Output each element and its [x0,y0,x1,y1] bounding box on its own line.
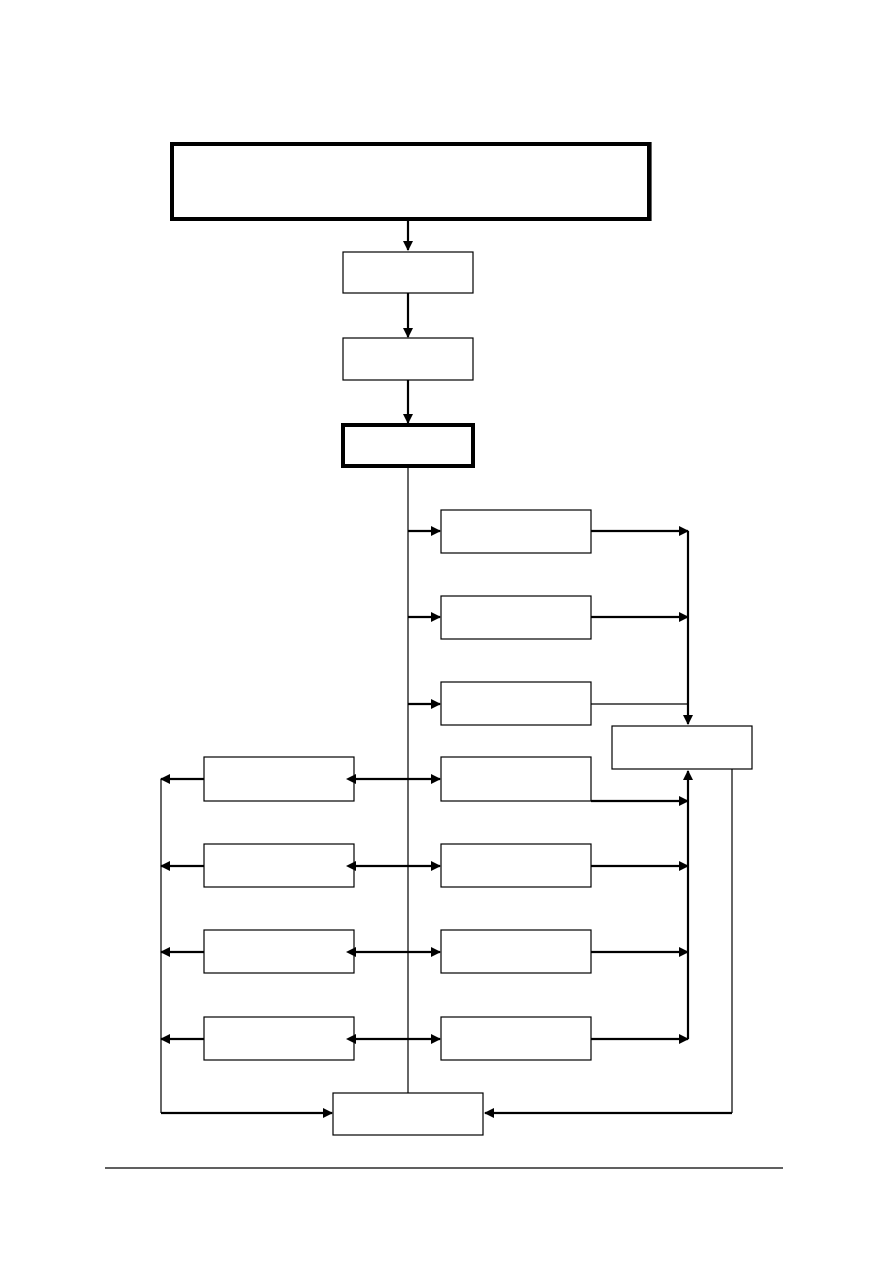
step-3-box [341,423,475,468]
right-col-box-6 [440,929,592,974]
step-1-box [342,251,474,294]
right-col-box-3 [440,681,592,726]
step-2-box [342,337,474,381]
bottom-box [332,1092,484,1136]
right-col-box-5 [440,843,592,888]
right-col-box-2 [440,595,592,640]
title-box [170,142,652,221]
left-col-box-4 [203,1016,355,1061]
right-col-box-7 [440,1016,592,1061]
left-col-box-1 [203,756,355,802]
right-col-box-1 [440,509,592,554]
right-col-box-4 [440,756,592,802]
left-col-box-3 [203,929,355,974]
left-col-box-2 [203,843,355,888]
collector-box [611,725,753,770]
